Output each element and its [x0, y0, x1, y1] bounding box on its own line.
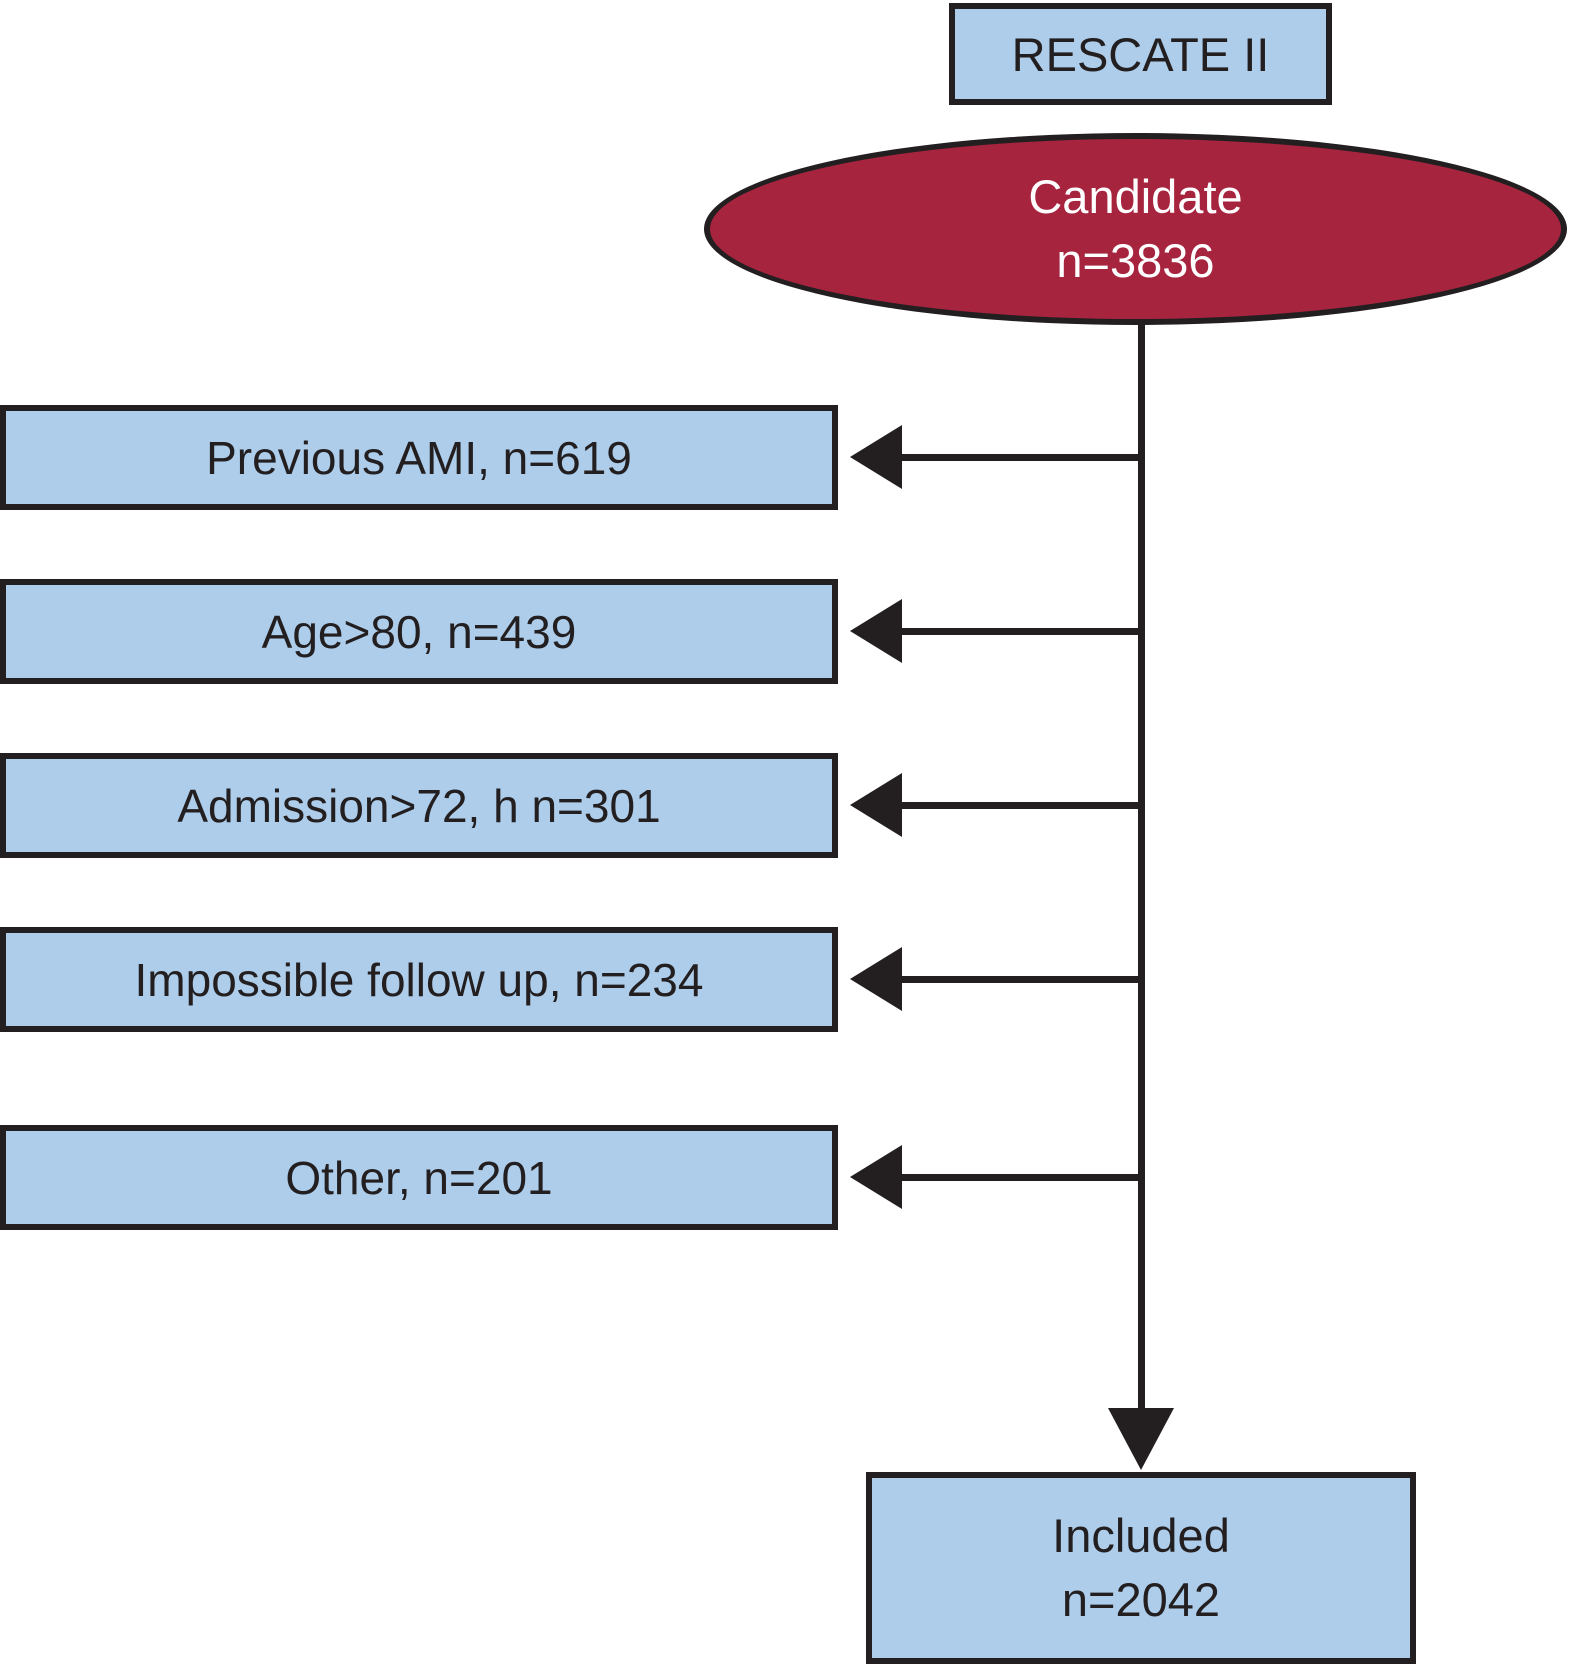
- exclusion-label: Age>80, n=439: [261, 605, 577, 658]
- exclusion-box-impossible-follow-up: Impossible follow up, n=234: [0, 927, 838, 1032]
- exclusion-box-age-over-80: Age>80, n=439: [0, 579, 838, 684]
- candidate-ellipse: Candidate n=3836: [704, 133, 1567, 325]
- candidate-count: n=3836: [1056, 234, 1215, 287]
- arrow-line: [900, 628, 1145, 635]
- exclusion-box-other: Other, n=201: [0, 1125, 838, 1230]
- main-flow-line: [1138, 320, 1145, 1410]
- arrow-line: [900, 1174, 1145, 1181]
- down-arrow-icon: [1108, 1408, 1174, 1470]
- exclusion-label: Admission>72, h n=301: [177, 779, 661, 832]
- arrow-line: [900, 976, 1145, 983]
- left-arrow-icon: [850, 599, 902, 663]
- included-count: n=2042: [1061, 1573, 1221, 1626]
- exclusion-box-previous-ami: Previous AMI, n=619: [0, 405, 838, 510]
- left-arrow-icon: [850, 425, 902, 489]
- left-arrow-icon: [850, 947, 902, 1011]
- arrow-line: [900, 802, 1145, 809]
- exclusion-box-admission-over-72h: Admission>72, h n=301: [0, 753, 838, 858]
- exclusion-label: Impossible follow up, n=234: [134, 953, 704, 1006]
- arrow-line: [900, 454, 1145, 461]
- left-arrow-icon: [850, 773, 902, 837]
- included-label: Included: [1052, 1509, 1230, 1562]
- candidate-label: Candidate: [1028, 170, 1243, 223]
- study-title-box: RESCATE II: [949, 3, 1332, 105]
- exclusion-label: Other, n=201: [285, 1151, 553, 1204]
- left-arrow-icon: [850, 1145, 902, 1209]
- exclusion-label: Previous AMI, n=619: [206, 431, 632, 484]
- included-box: Included n=2042: [866, 1472, 1416, 1664]
- study-title: RESCATE II: [1011, 27, 1270, 81]
